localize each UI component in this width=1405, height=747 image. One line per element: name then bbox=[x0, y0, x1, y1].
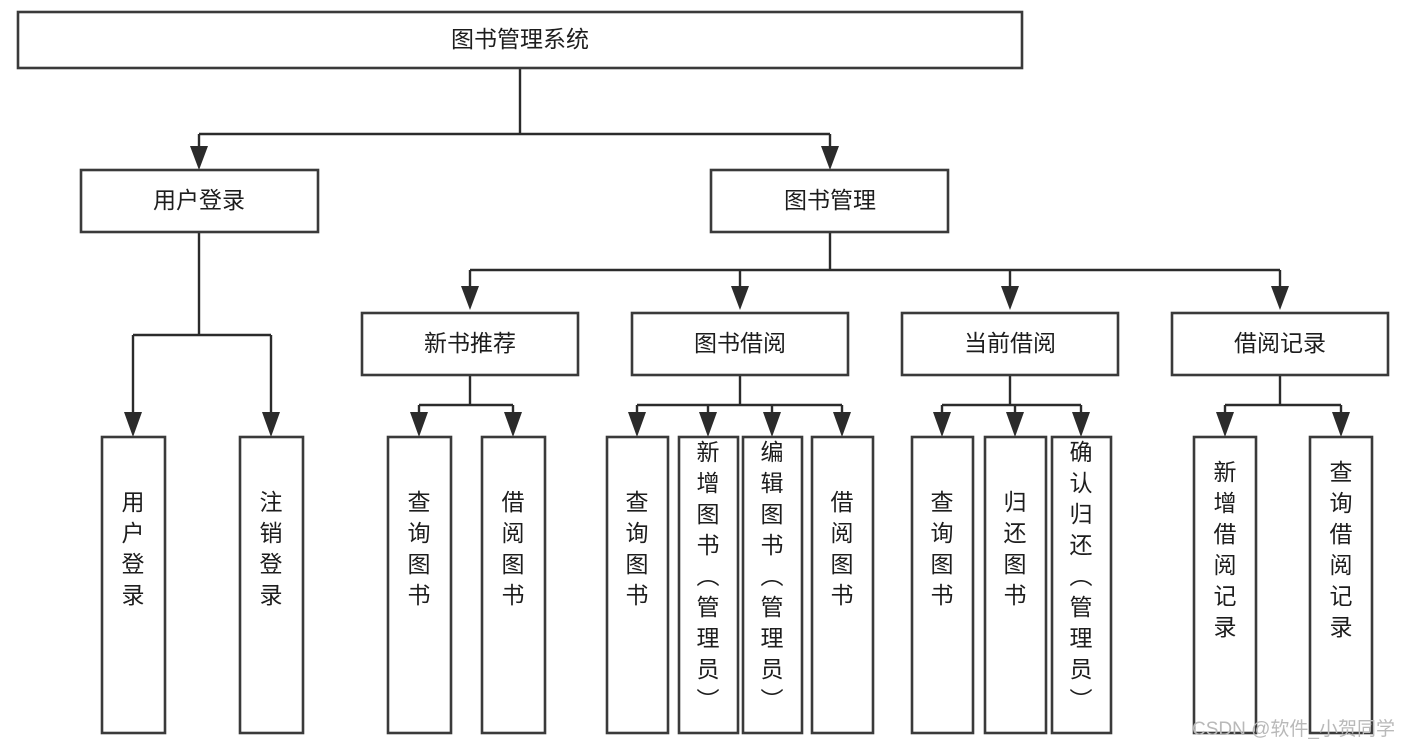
leaf-bb-edit-book-box[interactable] bbox=[741, 435, 804, 735]
arrow-head-new-book-recommend bbox=[461, 286, 479, 310]
leaf-cb-query-book[interactable]: 查询图书 bbox=[910, 435, 975, 735]
leaf-bb-borrow-book-box[interactable] bbox=[810, 435, 875, 735]
arrow-head-leaf-logout bbox=[262, 412, 280, 437]
arrow-head-nbr-leaf-2 bbox=[504, 412, 522, 437]
node-current-borrow[interactable]: 当前借阅 bbox=[900, 311, 1120, 377]
leaf-nbr-query-book[interactable]: 查询图书 bbox=[386, 435, 453, 735]
leaf-logout[interactable]: 注销登录 bbox=[238, 435, 305, 735]
leaf-br-add-record-box[interactable] bbox=[1192, 435, 1258, 735]
connectors-user-login-to-leaves bbox=[124, 232, 280, 437]
leaf-bb-add-book-box[interactable] bbox=[677, 435, 740, 735]
leaf-cb-confirm-return-box[interactable] bbox=[1050, 435, 1113, 735]
arrow-head-cb-leaf-3 bbox=[1072, 412, 1090, 437]
leaf-logout-label: 注销登录 bbox=[260, 489, 283, 608]
leaf-bb-query-book-box[interactable] bbox=[605, 435, 670, 735]
leaf-user-login-label: 用户登录 bbox=[122, 489, 145, 608]
connectors-book-mgmt-to-level3 bbox=[461, 232, 1289, 310]
node-book-management[interactable]: 图书管理 bbox=[709, 168, 950, 234]
node-book-borrow-label: 图书借阅 bbox=[694, 330, 786, 356]
node-user-login-label: 用户登录 bbox=[153, 187, 245, 213]
leaf-bb-add-book-label: 新增图书︵管理员︶ bbox=[697, 439, 720, 713]
node-root[interactable]: 图书管理系统 bbox=[16, 10, 1024, 70]
leaf-cb-return-book-label: 归还图书 bbox=[1004, 489, 1027, 608]
leaf-br-query-record[interactable]: 查询借阅记录 bbox=[1308, 435, 1374, 735]
arrow-head-bb-leaf-2 bbox=[699, 412, 717, 437]
node-user-login[interactable]: 用户登录 bbox=[79, 168, 320, 234]
arrow-head-bb-leaf-4 bbox=[833, 412, 851, 437]
node-book-borrow-box[interactable] bbox=[630, 311, 850, 377]
arrow-head-bb-leaf-3 bbox=[763, 412, 781, 437]
node-book-management-label: 图书管理 bbox=[784, 187, 876, 213]
leaf-user-login-box[interactable] bbox=[100, 435, 167, 735]
connectors-new-book-recommend-to-leaves bbox=[410, 375, 522, 437]
node-book-management-box[interactable] bbox=[709, 168, 950, 234]
leaf-nbr-borrow-book-box[interactable] bbox=[480, 435, 547, 735]
leaf-logout-box[interactable] bbox=[238, 435, 305, 735]
arrow-head-br-leaf-2 bbox=[1332, 412, 1350, 437]
connectors-root-to-level2 bbox=[190, 68, 839, 170]
node-current-borrow-label: 当前借阅 bbox=[964, 330, 1056, 356]
connectors-book-borrow-to-leaves bbox=[628, 375, 851, 437]
leaf-user-login[interactable]: 用户登录 bbox=[100, 435, 167, 735]
leaf-br-query-record-label: 查询借阅记录 bbox=[1330, 459, 1353, 640]
arrow-head-current-borrow bbox=[1001, 286, 1019, 310]
leaf-nbr-borrow-book-label: 借阅图书 bbox=[502, 489, 525, 608]
node-borrow-record[interactable]: 借阅记录 bbox=[1170, 311, 1390, 377]
leaf-nbr-borrow-book[interactable]: 借阅图书 bbox=[480, 435, 547, 735]
arrow-head-cb-leaf-2 bbox=[1006, 412, 1024, 437]
leaf-nbr-query-book-label: 查询图书 bbox=[408, 489, 431, 608]
leaf-bb-edit-book-label: 编辑图书︵管理员︶ bbox=[761, 439, 784, 713]
leaf-br-query-record-box[interactable] bbox=[1308, 435, 1374, 735]
node-borrow-record-box[interactable] bbox=[1170, 311, 1390, 377]
leaf-br-add-record[interactable]: 新增借阅记录 bbox=[1192, 435, 1258, 735]
arrow-head-leaf-user-login bbox=[124, 412, 142, 437]
leaf-cb-confirm-return[interactable]: 确认归还︵管理员︶ bbox=[1050, 435, 1113, 735]
leaf-bb-query-book[interactable]: 查询图书 bbox=[605, 435, 670, 735]
node-user-login-box[interactable] bbox=[79, 168, 320, 234]
leaf-bb-borrow-book-label: 借阅图书 bbox=[831, 489, 854, 608]
arrow-head-borrow-record bbox=[1271, 286, 1289, 310]
connectors-borrow-record-to-leaves bbox=[1216, 375, 1350, 437]
watermark-text: CSDN @软件_小贺同学 bbox=[1192, 718, 1395, 740]
node-new-book-recommend[interactable]: 新书推荐 bbox=[360, 311, 580, 377]
arrow-head-book-borrow bbox=[731, 286, 749, 310]
leaf-cb-return-book-box[interactable] bbox=[983, 435, 1048, 735]
arrow-head-user-login bbox=[190, 146, 208, 170]
leaf-cb-query-book-box[interactable] bbox=[910, 435, 975, 735]
leaf-cb-return-book[interactable]: 归还图书 bbox=[983, 435, 1048, 735]
leaf-br-add-record-label: 新增借阅记录 bbox=[1214, 459, 1237, 640]
arrow-head-bb-leaf-1 bbox=[628, 412, 646, 437]
leaf-nbr-query-book-box[interactable] bbox=[386, 435, 453, 735]
leaf-bb-query-book-label: 查询图书 bbox=[626, 489, 649, 608]
node-root-box[interactable] bbox=[16, 10, 1024, 70]
node-new-book-recommend-label: 新书推荐 bbox=[424, 330, 516, 356]
arrow-head-cb-leaf-1 bbox=[933, 412, 951, 437]
leaf-cb-confirm-return-label: 确认归还︵管理员︶ bbox=[1070, 439, 1093, 713]
node-root-label: 图书管理系统 bbox=[451, 26, 589, 52]
arrow-head-br-leaf-1 bbox=[1216, 412, 1234, 437]
arrow-head-nbr-leaf-1 bbox=[410, 412, 428, 437]
node-new-book-recommend-box[interactable] bbox=[360, 311, 580, 377]
leaf-bb-add-book[interactable]: 新增图书︵管理员︶ bbox=[677, 435, 740, 735]
leaf-bb-borrow-book[interactable]: 借阅图书 bbox=[810, 435, 875, 735]
leaf-bb-edit-book[interactable]: 编辑图书︵管理员︶ bbox=[741, 435, 804, 735]
connectors-current-borrow-to-leaves bbox=[933, 375, 1090, 437]
arrow-head-book-mgmt bbox=[821, 146, 839, 170]
leaf-cb-query-book-label: 查询图书 bbox=[931, 489, 954, 608]
node-borrow-record-label: 借阅记录 bbox=[1234, 330, 1326, 356]
node-book-borrow[interactable]: 图书借阅 bbox=[630, 311, 850, 377]
node-current-borrow-box[interactable] bbox=[900, 311, 1120, 377]
